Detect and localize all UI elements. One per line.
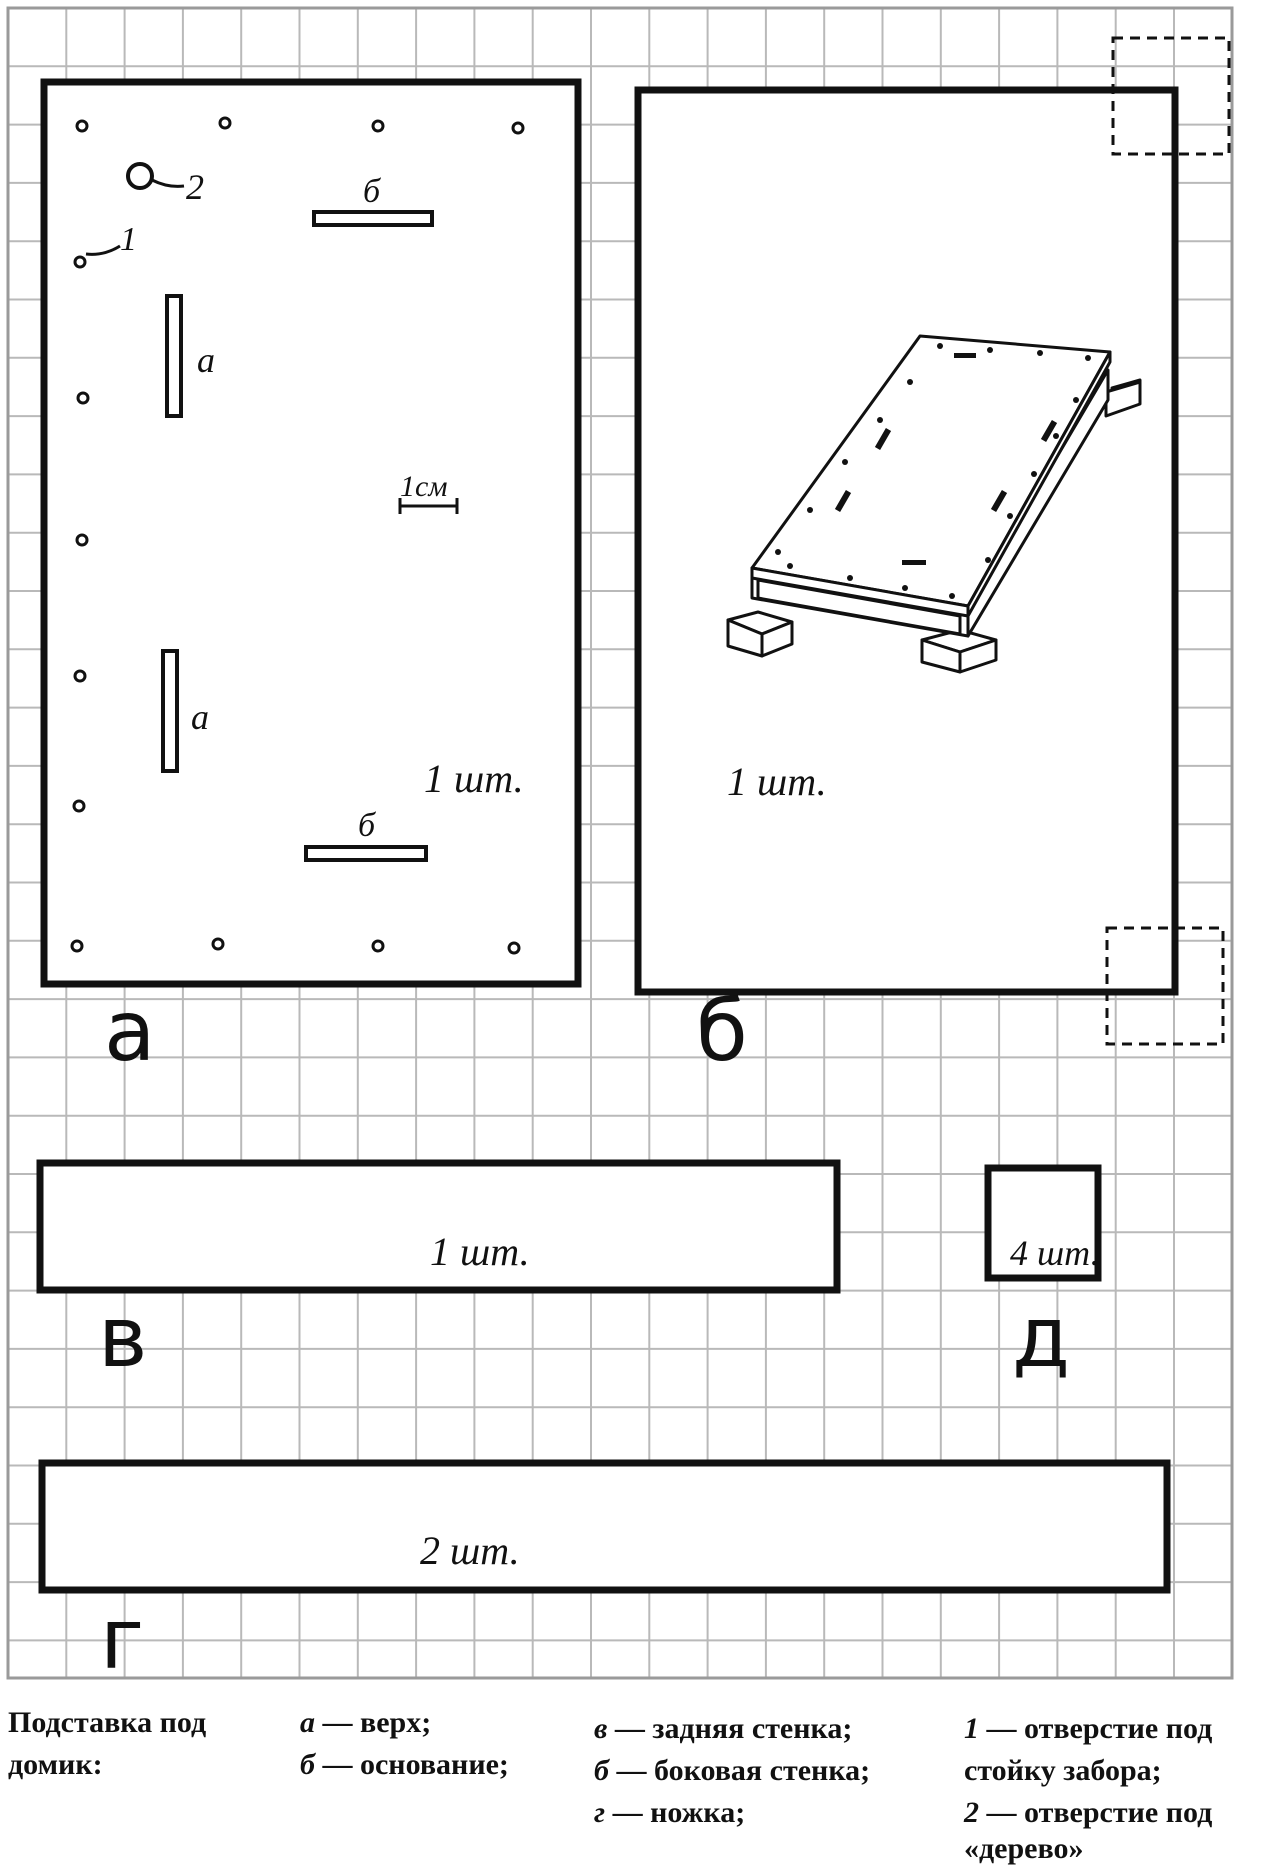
pattern-sheet: 2 1 а а б б 1см 1 шт. а 1 шт.	[6, 6, 1234, 1688]
fence-hole-leader	[85, 244, 121, 256]
part-g-count: 2 шт.	[420, 1528, 520, 1573]
scale-bar-label: 1см	[400, 470, 447, 503]
caption-key: 1	[964, 1712, 979, 1745]
tree-hole-number: 2	[186, 167, 204, 207]
slot-b-upper	[312, 210, 434, 227]
slot-a-lower-label: а	[191, 697, 209, 737]
part-a-count: 1 шт.	[424, 756, 524, 801]
caption-text: стойку забора;	[964, 1754, 1162, 1787]
slot-a-upper	[165, 294, 183, 418]
caption-key: а	[300, 1706, 315, 1739]
part-b-base: 1 шт.	[634, 36, 1231, 1046]
part-d-outline	[984, 1164, 1102, 1282]
caption-title: Подставка под домик:	[8, 1706, 207, 1781]
tree-hole	[126, 162, 154, 190]
caption-text: — ножка;	[605, 1796, 746, 1829]
part-g-leg: 2 шт.	[38, 1459, 1171, 1594]
corner-cutout-top	[1111, 36, 1231, 156]
part-g-outline	[38, 1459, 1171, 1594]
slot-b-lower	[304, 845, 428, 862]
slot-b-upper-label: б	[363, 173, 382, 210]
caption-item-a: а — верх;	[300, 1702, 431, 1744]
part-v-letter: в	[98, 1288, 148, 1386]
caption-text: — основание;	[314, 1748, 509, 1781]
part-g-letter: г	[100, 1590, 144, 1688]
caption-key: г	[594, 1796, 606, 1829]
tree-hole-leader	[151, 178, 185, 188]
caption-key: б	[594, 1754, 609, 1787]
caption-item-b-side: б — боковая стенка;	[594, 1750, 870, 1792]
assembled-stand-illustration	[726, 334, 1142, 674]
part-a-letter: а	[104, 982, 155, 1080]
slot-a-lower	[161, 649, 179, 773]
caption-text: — отверстие под	[979, 1712, 1213, 1745]
slot-b-lower-label: б	[358, 807, 377, 844]
illustration-holes	[775, 343, 1091, 599]
caption-key: 2	[964, 1796, 979, 1829]
part-b-letter: б	[696, 982, 748, 1080]
caption-item-1: 1 — отверстие под	[964, 1708, 1212, 1750]
fence-hole-number: 1	[120, 221, 137, 258]
caption-text: — верх;	[315, 1706, 432, 1739]
part-v-back-wall: 1 шт.	[36, 1159, 841, 1294]
caption-text: «дерево»	[964, 1832, 1084, 1865]
caption-text: — отверстие под	[979, 1796, 1213, 1829]
part-a-outline	[40, 78, 582, 988]
scale-bar	[398, 498, 459, 514]
caption-item-2-cont: «дерево»	[964, 1828, 1084, 1870]
caption-item-g: г — ножка;	[594, 1792, 745, 1834]
caption-item-1-cont: стойку забора;	[964, 1750, 1162, 1792]
caption-item-v: в — задняя стенка;	[594, 1708, 852, 1750]
part-v-count: 1 шт.	[430, 1229, 530, 1274]
part-a-holes	[70, 116, 525, 955]
figure-caption: Подставка под домик: а — верх; б — основ…	[0, 1688, 1283, 1868]
corner-cutout-bottom	[1105, 926, 1225, 1046]
caption-text: — боковая стенка;	[608, 1754, 871, 1787]
part-v-outline	[36, 1159, 841, 1294]
grid-border	[6, 6, 1234, 1680]
caption-text: — задняя стенка;	[607, 1712, 853, 1745]
part-d-side-wall: 4 шт.	[984, 1164, 1102, 1282]
part-b-count: 1 шт.	[727, 759, 827, 804]
caption-item-b: б — основание;	[300, 1744, 509, 1786]
part-a-top: 2 1 а а б б 1см 1 шт.	[40, 78, 582, 988]
part-d-count: 4 шт.	[1010, 1233, 1100, 1273]
part-d-letter: д	[1012, 1288, 1070, 1386]
caption-item-2: 2 — отверстие под	[964, 1792, 1212, 1834]
caption-key: в	[594, 1712, 608, 1745]
caption-key: б	[300, 1748, 315, 1781]
slot-a-upper-label: а	[197, 340, 215, 380]
